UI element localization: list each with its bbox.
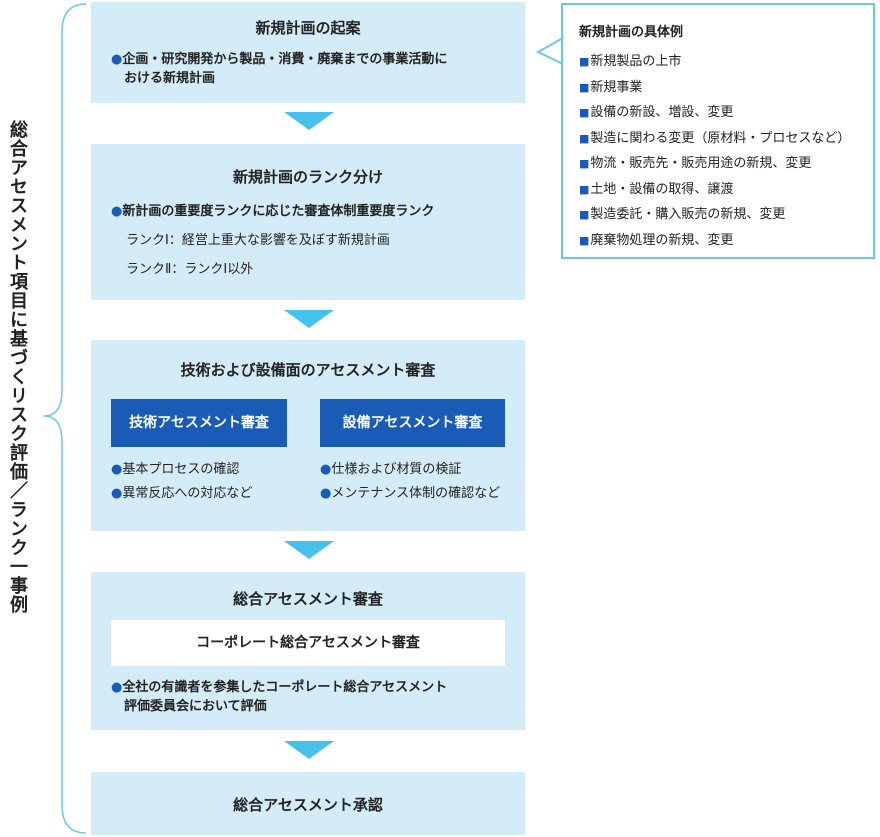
callout-list: ■新規製品の上市 ■新規事業 ■設備の新設、増設、変更 ■製造に関わる変更（原材… — [579, 49, 850, 253]
equipment-item: ●仕様および材質の検証 — [320, 462, 462, 477]
callout-item: ■製造に関わる変更（原材料・プロセスなど） — [579, 130, 851, 146]
flow-arrow-icon — [284, 112, 334, 130]
square-bullet-icon: ■ — [579, 233, 590, 247]
square-bullet-icon: ■ — [579, 157, 590, 170]
bullet-dot-icon: ● — [320, 486, 332, 501]
step-comprehensive-review-box: 総合アセスメント審査 コーポレート総合アセスメント審査 ●全社の有識者を参集した… — [91, 572, 525, 730]
step-rank-title: 新規計画のランク分け — [232, 168, 383, 186]
rank2-text: ランクⅡ：ランクⅠ以外 — [126, 262, 254, 277]
bullet-dot-icon: ● — [111, 204, 123, 219]
callout-title: 新規計画の具体例 — [579, 25, 684, 40]
tech-assessment-label: 技術アセスメント審査 — [111, 399, 287, 447]
square-bullet-icon: ■ — [579, 80, 590, 94]
step-proposal-title: 新規計画の起案 — [255, 19, 361, 37]
comprehensive-bullet: ●全社の有識者を参集したコーポレート総合アセスメント — [111, 680, 448, 695]
step-tech-review-box: 技術および設備面のアセスメント審査 技術アセスメント審査 設備アセスメント審査 … — [91, 340, 525, 531]
square-bullet-icon: ■ — [579, 131, 590, 145]
square-bullet-icon: ■ — [579, 182, 590, 196]
examples-callout: 新規計画の具体例 ■新規製品の上市 ■新規事業 ■設備の新設、増設、変更 ■製造… — [561, 3, 875, 259]
callout-item: ■土地・設備の取得、譲渡 — [579, 181, 734, 197]
bullet-dot-icon: ● — [111, 462, 123, 477]
callout-pointer-icon — [536, 37, 564, 65]
equipment-assessment-label: 設備アセスメント審査 — [320, 399, 505, 447]
equipment-item: ●メンテナンス体制の確認など — [320, 486, 501, 501]
step-proposal-bullet: ●企画・研究開発から製品・消費・廃棄までの事業活動に — [111, 52, 448, 67]
step-proposal-bullet-cont: おける新規計画 — [124, 71, 216, 86]
brace-icon — [43, 3, 87, 834]
step-tech-review-title: 技術および設備面のアセスメント審査 — [180, 361, 436, 379]
step-approval-title: 総合アセスメント承認 — [233, 796, 383, 814]
callout-item: ■新規事業 — [579, 79, 643, 95]
callout-item: ■新規製品の上市 — [579, 54, 682, 69]
bullet-dot-icon: ● — [111, 680, 123, 695]
tech-item: ●異常反応への対応など — [111, 486, 253, 501]
square-bullet-icon: ■ — [579, 55, 590, 68]
callout-item: ■物流・販売先・販売用途の新規、変更 — [579, 156, 812, 171]
comprehensive-bullet-cont: 評価委員会において評価 — [124, 699, 267, 714]
callout-item: ■設備の新設、増設、変更 — [579, 105, 734, 120]
flow-arrow-icon — [284, 541, 334, 559]
bullet-dot-icon: ● — [111, 52, 123, 67]
step-approval-box: 総合アセスメント承認 — [91, 772, 525, 835]
step-rank-box: 新規計画のランク分け ●新計画の重要度ランクに応じた審査体制重要度ランク ランク… — [91, 144, 525, 300]
corporate-review-label: コーポレート総合アセスメント審査 — [111, 620, 505, 666]
callout-item: ■製造委託・購入販売の新規、変更 — [579, 207, 786, 222]
step-rank-bullet: ●新計画の重要度ランクに応じた審査体制重要度ランク — [111, 204, 435, 219]
callout-item: ■廃棄物処理の新規、変更 — [579, 232, 734, 248]
square-bullet-icon: ■ — [579, 106, 590, 119]
flow-arrow-icon — [284, 741, 334, 759]
bullet-dot-icon: ● — [111, 486, 123, 501]
flow-arrow-icon — [284, 310, 334, 328]
step-comprehensive-review-title: 総合アセスメント審査 — [233, 590, 383, 608]
rank1-text: ランクⅠ：経営上重大な影響を及ぼす新規計画 — [126, 233, 390, 248]
step-proposal-box: 新規計画の起案 ●企画・研究開発から製品・消費・廃棄までの事業活動に おける新規… — [91, 2, 525, 103]
side-label: 総合アセスメント項目に基づくリスク評価／ランク一事例 — [7, 120, 28, 614]
tech-item: ●基本プロセスの確認 — [111, 462, 240, 477]
square-bullet-icon: ■ — [579, 208, 590, 221]
bullet-dot-icon: ● — [320, 462, 332, 477]
